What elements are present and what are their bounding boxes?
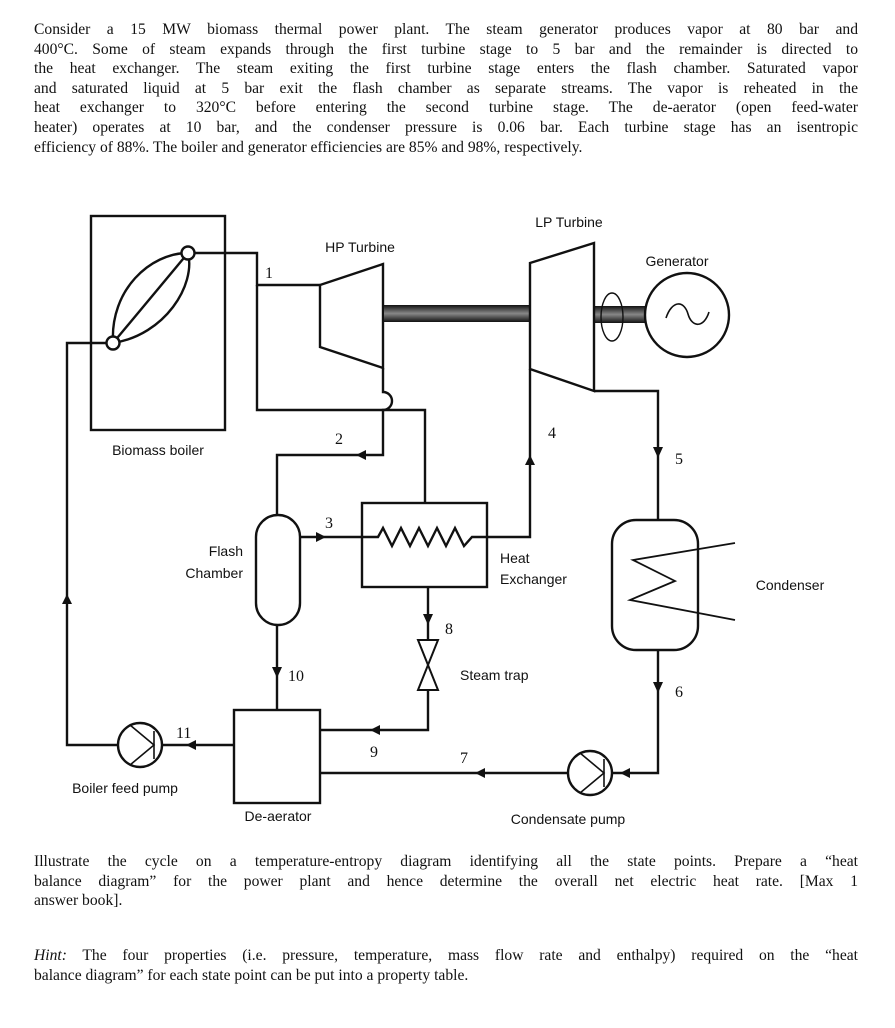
- boiler-label: Biomass boiler: [112, 442, 204, 458]
- flash-label-2: Chamber: [185, 565, 243, 581]
- condenser: [610, 518, 736, 652]
- boiler-feed-pump: [116, 721, 164, 769]
- hint-text: The four properties (i.e. pressure, temp…: [66, 947, 858, 964]
- text-line: and saturated liquid at 5 bar exit the f…: [34, 79, 858, 97]
- condensate-pump: [566, 749, 614, 797]
- state-5: 5: [675, 451, 683, 468]
- task-statement: Illustrate the cycle on a temperature-en…: [34, 852, 858, 911]
- rotation-icon: [600, 292, 624, 342]
- state-9: 9: [370, 744, 378, 761]
- state-6: 6: [675, 684, 683, 701]
- steam-trap-label: Steam trap: [460, 667, 529, 683]
- text-line: Illustrate the cycle on a temperature-en…: [34, 853, 858, 870]
- state-2: 2: [335, 431, 343, 448]
- plant-schematic: Biomass boiler HP Turbine LP Turbine: [62, 214, 825, 827]
- condensate-pump-label: Condensate pump: [511, 811, 626, 827]
- text-line: Hint: The four properties (i.e. pressure…: [34, 946, 858, 966]
- hx-label-1: Heat: [500, 550, 530, 566]
- hint: Hint: The four properties (i.e. pressure…: [34, 946, 858, 985]
- problem-statement: Consider a 15 MW biomass thermal power p…: [34, 20, 858, 157]
- turbine-shaft: [384, 305, 529, 322]
- deaerator-label: De-aerator: [245, 808, 312, 824]
- text-line: efficiency of 88%. The boiler and genera…: [34, 138, 583, 156]
- heat-exchanger: [360, 501, 489, 589]
- hp-turbine: [318, 262, 385, 370]
- hp-turbine-label: HP Turbine: [325, 239, 395, 255]
- flow-arrows: [62, 447, 663, 778]
- de-aerator: [232, 708, 322, 805]
- text-line: the heat exchanger. The steam exiting th…: [34, 60, 858, 78]
- state-10: 10: [288, 668, 304, 685]
- condenser-label: Condenser: [756, 577, 825, 593]
- text-line: answer book].: [34, 892, 123, 910]
- text-line: heat exchanger to 320°C before entering …: [34, 99, 858, 117]
- biomass-boiler: [89, 214, 227, 432]
- flash-label-1: Flash: [209, 543, 243, 559]
- text-line: 400°C. Some of steam expands through the…: [34, 40, 858, 58]
- text-line: Consider a 15 MW biomass thermal power p…: [34, 21, 858, 38]
- text-line: balance diagram” for each state point ca…: [34, 966, 469, 984]
- generator-label: Generator: [645, 253, 708, 269]
- hint-label: Hint:: [34, 947, 67, 964]
- state-8: 8: [445, 621, 453, 638]
- state-4: 4: [548, 425, 556, 442]
- generator-shaft: [595, 306, 645, 323]
- text-line: balance diagram” for the power plant and…: [34, 872, 858, 890]
- text-line: heater) operates at 10 bar, and the cond…: [34, 118, 858, 136]
- flash-chamber: [254, 513, 302, 627]
- hx-label-2: Exchanger: [500, 571, 567, 587]
- state-7: 7: [460, 750, 468, 767]
- state-labels: 1 2 3 4 5 6 7 8 9 10 11: [176, 265, 683, 767]
- feed-pump-label: Boiler feed pump: [72, 780, 178, 796]
- state-3: 3: [325, 515, 333, 532]
- lp-turbine-label: LP Turbine: [535, 214, 603, 230]
- generator: [643, 271, 731, 359]
- lp-turbine: [528, 241, 596, 393]
- state-1: 1: [265, 265, 273, 282]
- state-11: 11: [176, 725, 191, 742]
- steam-trap: [416, 639, 440, 691]
